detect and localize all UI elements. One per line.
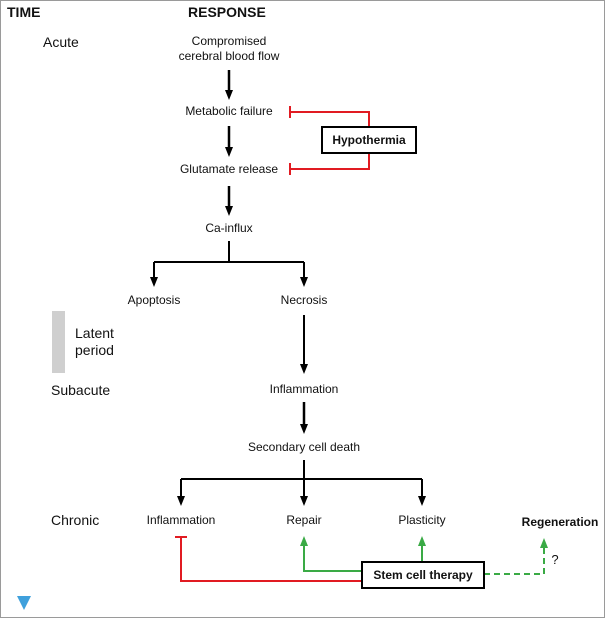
time-label-latent-1: Latent — [75, 325, 114, 341]
inhibit-hypothermia-glutamate — [289, 151, 370, 175]
node-metabolic-failure: Metabolic failure — [185, 104, 273, 118]
latent-period-bar — [52, 311, 65, 373]
node-glutamate-release: Glutamate release — [179, 162, 279, 176]
hypothermia-box: Hypothermia — [321, 126, 417, 154]
node-compromised-line1: Compromised — [191, 34, 267, 48]
node-compromised-line2: cerebral blood flow — [178, 49, 280, 63]
node-inflammation-subacute: Inflammation — [269, 382, 339, 396]
timeline-arrowhead — [17, 596, 31, 610]
time-label-latent-2: period — [75, 342, 114, 358]
time-label-acute: Acute — [43, 34, 79, 50]
branch-secondary-to-outcomes — [181, 460, 422, 480]
stem-cell-therapy-box: Stem cell therapy — [361, 561, 485, 589]
node-inflammation-chronic: Inflammation — [146, 513, 216, 527]
promote-stemcell-repair — [300, 536, 362, 572]
node-ca-influx: Ca-influx — [205, 221, 253, 235]
node-regeneration: Regeneration — [521, 515, 599, 529]
node-necrosis: Necrosis — [280, 293, 328, 307]
branch-ca-to-apoptosis-necrosis — [154, 241, 304, 263]
header-response: RESPONSE — [188, 4, 266, 20]
node-repair: Repair — [286, 513, 322, 527]
node-plasticity: Plasticity — [398, 513, 446, 527]
question-mark: ? — [551, 552, 559, 567]
node-apoptosis: Apoptosis — [127, 293, 181, 307]
time-label-chronic: Chronic — [51, 512, 100, 528]
time-label-subacute: Subacute — [51, 382, 111, 398]
inhibit-hypothermia-metabolic — [289, 106, 370, 129]
node-secondary-cell-death: Secondary cell death — [247, 440, 361, 454]
promote-stemcell-regeneration — [484, 538, 548, 575]
inhibit-stemcell-inflammation — [175, 536, 362, 582]
header-time: TIME — [7, 4, 41, 20]
